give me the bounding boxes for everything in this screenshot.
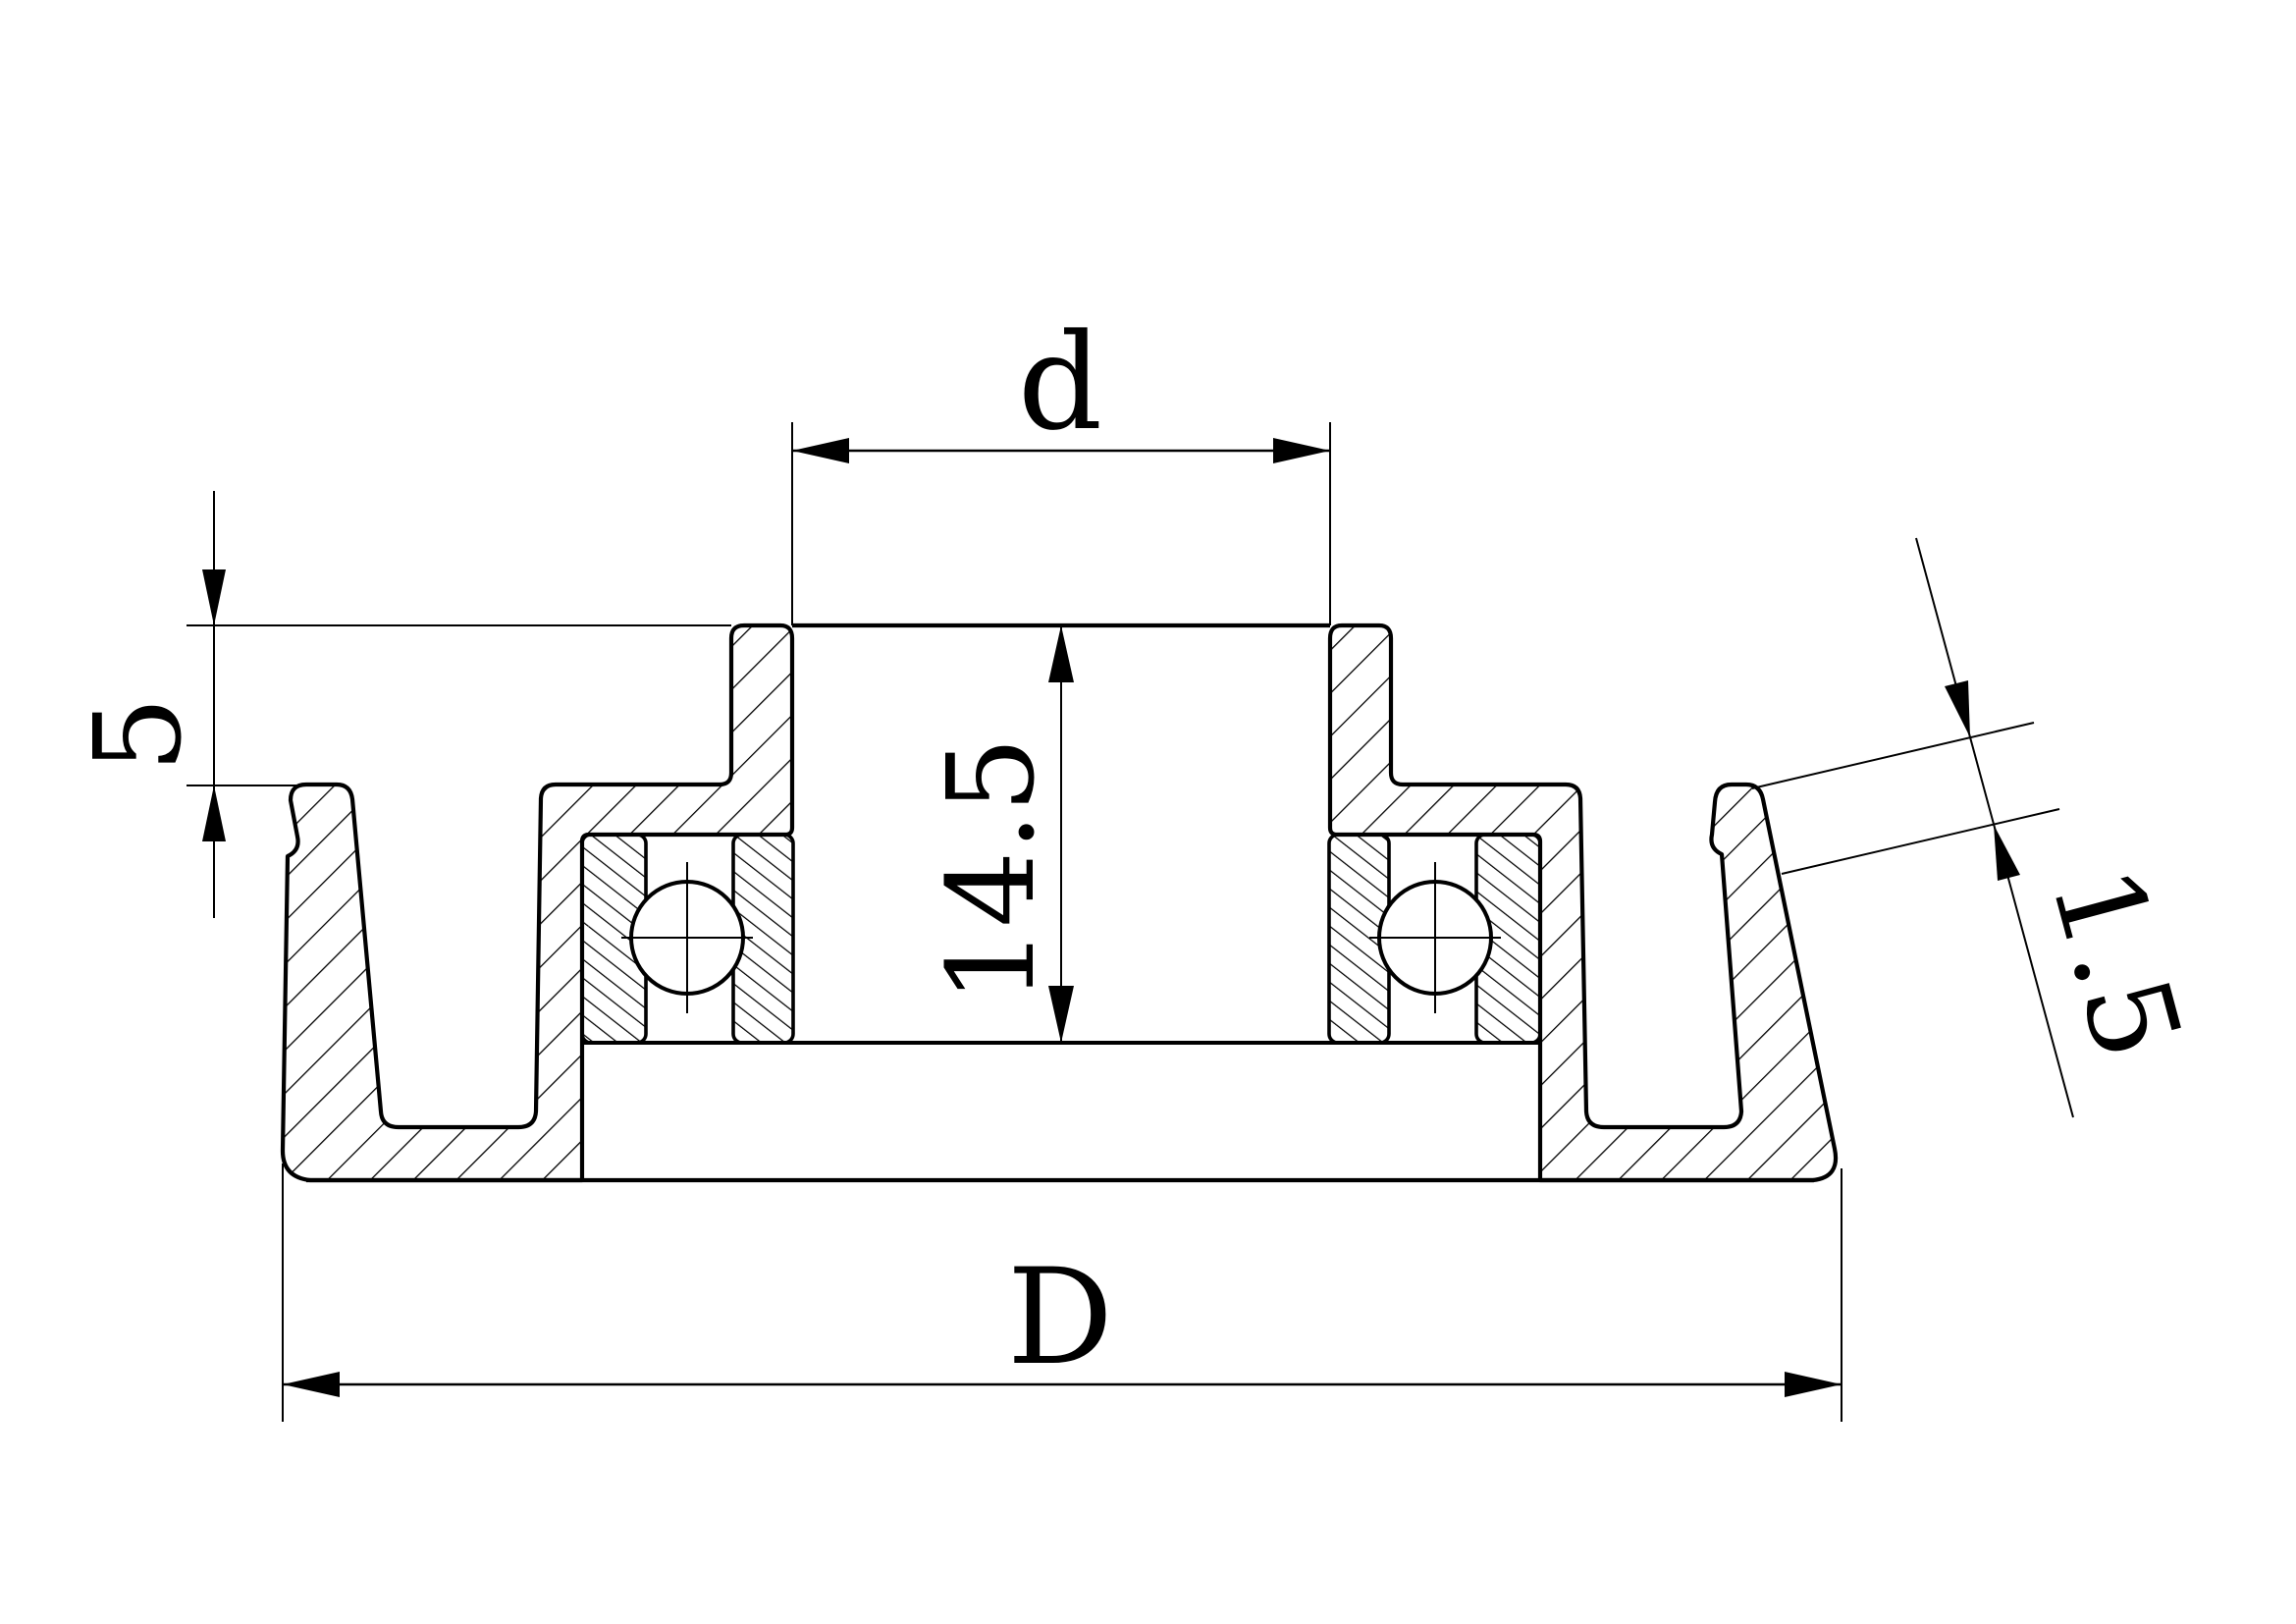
dim-wall-arrow-upper bbox=[1945, 680, 1970, 737]
dim-outer-arrow-left bbox=[283, 1372, 340, 1397]
dim-bore-arrow-left bbox=[792, 438, 849, 463]
dim-bore: d bbox=[791, 305, 1331, 625]
dim-outer-diameter: D bbox=[282, 1164, 1842, 1422]
dim-hub-height-label: 14.5 bbox=[922, 736, 1061, 1003]
dim-wall-arrow-lower bbox=[1994, 825, 2020, 881]
dim-rim-drop-arrow-bottom bbox=[202, 785, 226, 841]
dim-wall-thickness: 1.5 bbox=[1751, 537, 2208, 1118]
dim-rim-drop: 5 bbox=[69, 491, 306, 918]
dim-rim-drop-label: 5 bbox=[69, 696, 208, 773]
dim-rim-drop-arrow-top bbox=[202, 569, 226, 625]
dim-bore-label: d bbox=[1018, 305, 1102, 460]
dim-wall-ext-1 bbox=[1751, 722, 2035, 789]
dim-hub-height-arrow-bottom bbox=[1048, 986, 1074, 1043]
dim-hub-height: 14.5 bbox=[922, 625, 1074, 1043]
dim-outer-diameter-label: D bbox=[1007, 1240, 1113, 1394]
dim-bore-arrow-right bbox=[1273, 438, 1330, 463]
dim-wall-ext-2 bbox=[1781, 808, 2060, 875]
dim-hub-height-arrow-top bbox=[1048, 625, 1074, 682]
dim-outer-arrow-right bbox=[1785, 1372, 1842, 1397]
